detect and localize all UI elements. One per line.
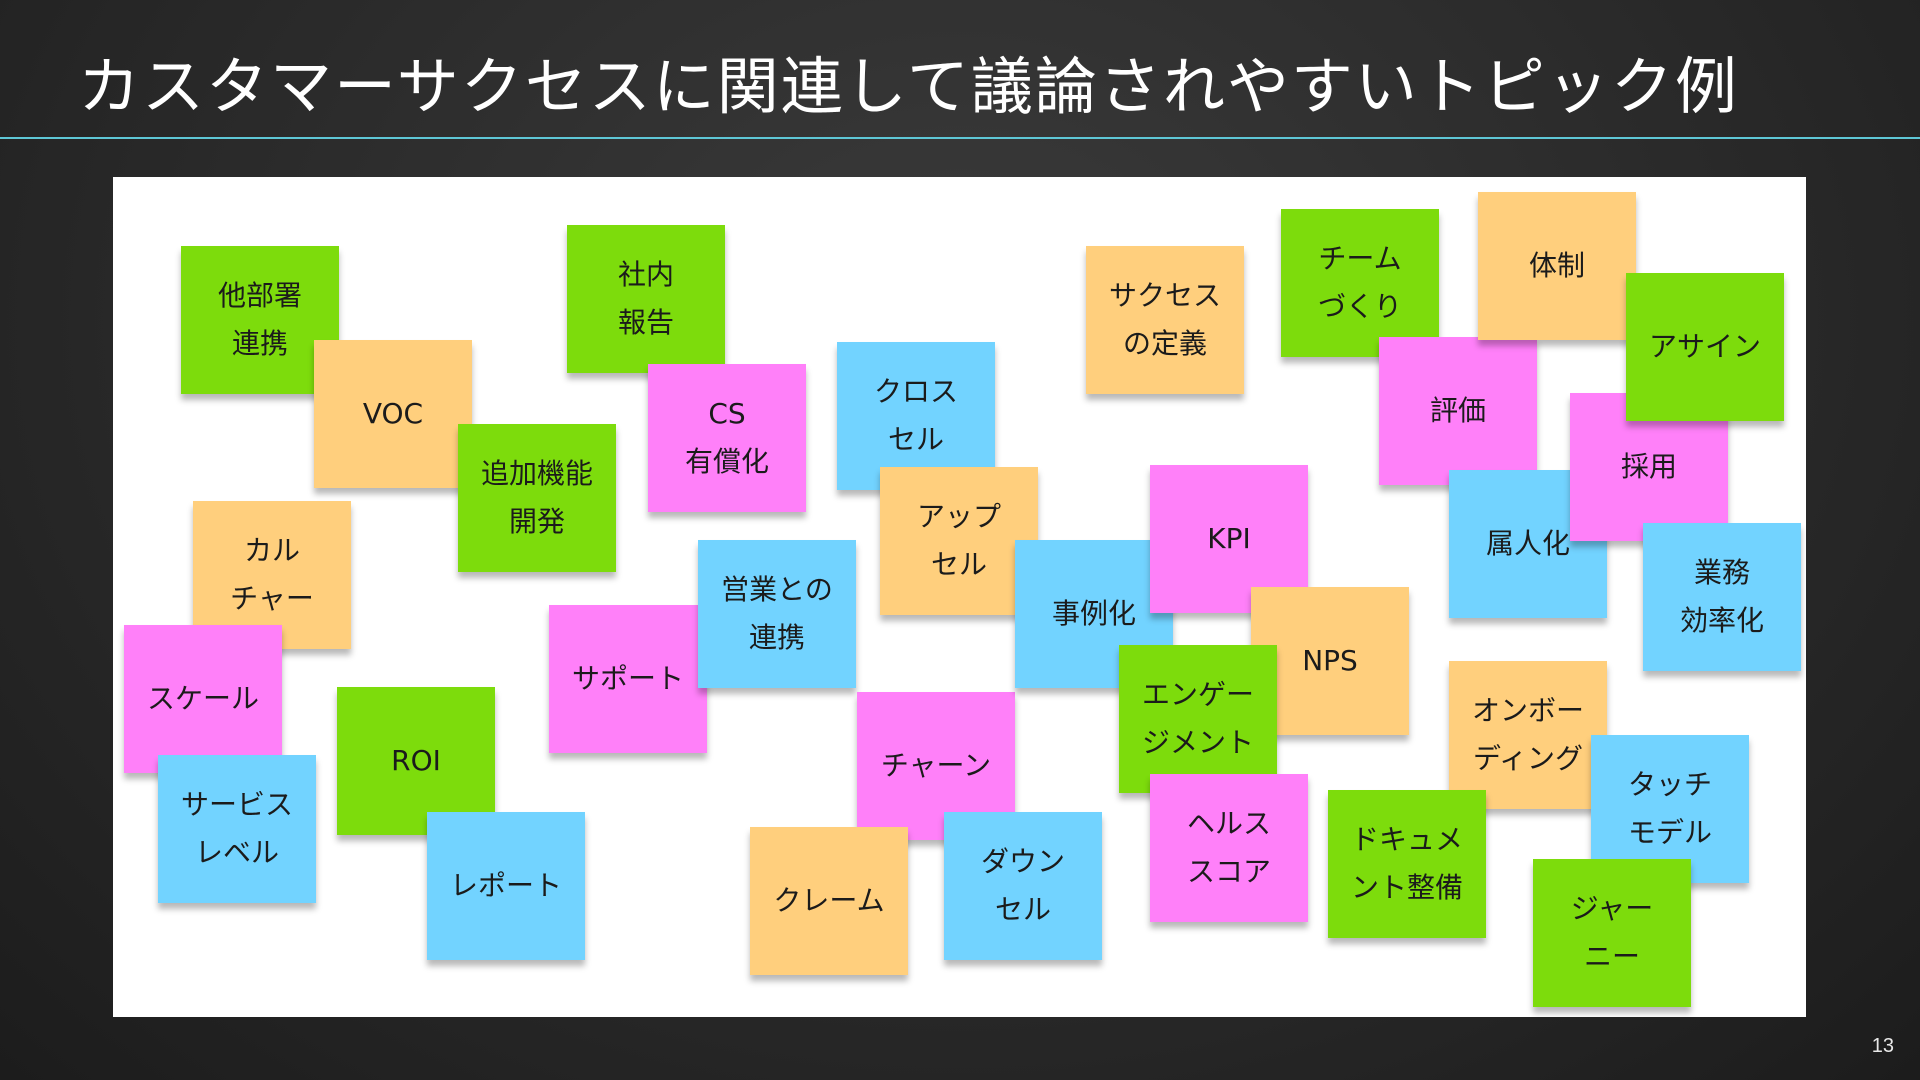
sticky-note: サービスレベル (158, 755, 316, 903)
sticky-note-text: エンゲー (1141, 678, 1254, 711)
sticky-note-text: サービス (180, 788, 293, 821)
sticky-note-text: 社内 (617, 258, 674, 291)
sticky-note-text: レベル (194, 836, 279, 869)
sticky-note: 体制 (1478, 192, 1636, 340)
sticky-note-text: ヘルス (1186, 807, 1271, 840)
sticky-note-text: 業務 (1693, 556, 1750, 589)
sticky-note: チームづくり (1281, 209, 1439, 357)
sticky-note-text: 開発 (508, 505, 565, 538)
sticky-note: タッチモデル (1591, 735, 1749, 883)
sticky-note-text: セル (994, 893, 1051, 926)
sticky-note-text: 報告 (617, 306, 674, 339)
sticky-note-text: サポート (571, 662, 684, 695)
sticky-note: 他部署連携 (181, 246, 339, 394)
sticky-note-text: チャー (230, 582, 314, 615)
sticky-note-text: クレーム (773, 884, 885, 917)
sticky-note-text: 営業との (721, 573, 833, 606)
sticky-note: 追加機能開発 (458, 424, 616, 572)
sticky-note-text: オンボー (1471, 694, 1584, 727)
sticky-note-text: タッチ (1627, 768, 1712, 801)
sticky-note: 営業との連携 (698, 540, 856, 688)
sticky-note-text: スコア (1186, 855, 1271, 888)
sticky-note: カルチャー (193, 501, 351, 649)
sticky-note-text: ダウン (980, 845, 1065, 878)
sticky-note-text: モデル (1627, 816, 1712, 849)
sticky-note-text: 評価 (1429, 394, 1486, 427)
sticky-note-text: スケール (146, 682, 259, 715)
sticky-note: クレーム (750, 827, 908, 975)
title-divider (0, 137, 1920, 139)
sticky-note-text: ROI (391, 744, 441, 777)
sticky-note-text: 採用 (1620, 450, 1677, 483)
sticky-note-text: カル (243, 534, 300, 567)
sticky-note: エンゲージメント (1119, 645, 1277, 793)
sticky-note-text: 連携 (231, 327, 288, 360)
sticky-note-text: 体制 (1528, 249, 1585, 282)
sticky-note-text: レポート (449, 869, 562, 902)
sticky-note-text: チャーン (880, 749, 992, 782)
page-number: 13 (1871, 1035, 1894, 1057)
sticky-note-text: KPI (1207, 522, 1251, 555)
sticky-note-text: ジメント (1141, 726, 1254, 759)
sticky-note-text: アップ (916, 500, 1001, 533)
sticky-note-text: クロス (873, 375, 958, 408)
sticky-note-text: の定義 (1122, 327, 1207, 360)
sticky-note: サポート (549, 605, 707, 753)
sticky-note: クロスセル (837, 342, 995, 490)
sticky-note-text: ント整備 (1350, 871, 1463, 904)
sticky-note-text: ディング (1472, 742, 1584, 775)
sticky-note: ヘルススコア (1150, 774, 1308, 922)
sticky-note-text: ニー (1583, 940, 1640, 973)
sticky-note: CS 有償化 (648, 364, 806, 512)
sticky-note-text: セル (887, 423, 944, 456)
sticky-note: ドキュメント整備 (1328, 790, 1486, 938)
sticky-note: 評価 (1379, 337, 1537, 485)
sticky-note: サクセスの定義 (1086, 246, 1244, 394)
sticky-note-text: 連携 (748, 621, 805, 654)
sticky-note-text: 属人化 (1485, 527, 1570, 560)
sticky-note: アサイン (1626, 273, 1784, 421)
sticky-note-text: 効率化 (1679, 604, 1764, 637)
sticky-note: NPS (1251, 587, 1409, 735)
sticky-note-text: 他部署 (217, 279, 302, 312)
sticky-note-text: 有償化 (684, 445, 769, 478)
sticky-note-text: 事例化 (1051, 597, 1136, 630)
sticky-note-text: 追加機能 (480, 457, 593, 490)
sticky-note: 社内報告 (567, 225, 725, 373)
sticky-note-text: NPS (1302, 644, 1358, 677)
sticky-note: オンボーディング (1449, 661, 1607, 809)
sticky-note-text: CS (708, 397, 746, 430)
sticky-note: VOC (314, 340, 472, 488)
sticky-note: アップセル (880, 467, 1038, 615)
sticky-note-text: チーム (1318, 242, 1402, 275)
sticky-note-text: づくり (1317, 290, 1402, 323)
sticky-note-text: ジャー (1570, 892, 1654, 925)
sticky-note: ジャーニー (1533, 859, 1691, 1007)
sticky-note-text: VOC (362, 397, 424, 430)
slide-title: カスタマーサクセスに関連して議論されやすいトピック例 (78, 50, 1739, 123)
sticky-note-text: ドキュメ (1350, 823, 1463, 856)
sticky-note-text: セル (930, 548, 987, 581)
sticky-note: ダウンセル (944, 812, 1102, 960)
sticky-note-text: サクセス (1108, 279, 1221, 312)
sticky-note-text: アサイン (1648, 330, 1761, 363)
sticky-note: レポート (427, 812, 585, 960)
sticky-note: ROI (337, 687, 495, 835)
sticky-note: 業務効率化 (1643, 523, 1801, 671)
sticky-note: スケール (124, 625, 282, 773)
